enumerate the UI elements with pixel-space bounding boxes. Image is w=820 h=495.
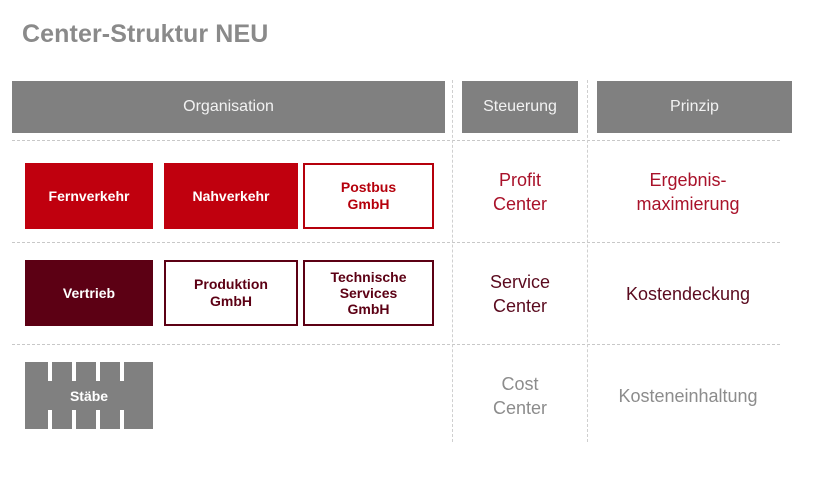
divider-col-2 (587, 80, 588, 442)
unit-label: Fernverkehr (48, 187, 130, 204)
text-line1: Cost (501, 374, 539, 394)
notch-bottom-4 (120, 410, 124, 429)
unit-label-line1: Postbus (340, 179, 397, 195)
divider-row-1 (12, 242, 780, 243)
unit-label-line1: Produktion (194, 276, 268, 292)
unit-label-line2: Services (339, 285, 398, 301)
text-line2: maximierung (636, 194, 740, 214)
unit-label-line2: GmbH (209, 293, 252, 309)
divider-row-top (12, 140, 780, 141)
unit-fernverkehr: Fernverkehr (25, 163, 153, 229)
prinzip-kostendeckung: Kostendeckung (588, 252, 788, 336)
divider-row-2 (12, 344, 780, 345)
text-line2: Center (492, 194, 548, 214)
prinzip-ergebnismaximierung: Ergebnis-maximierung (588, 150, 788, 234)
text-line1: Kostendeckung (625, 284, 751, 304)
unit-label: Vertrieb (62, 284, 116, 301)
unit-staebe: Stäbe (25, 362, 153, 429)
unit-label-line2: GmbH (347, 196, 390, 212)
unit-vertrieb: Vertrieb (25, 260, 153, 326)
header-prinzip: Prinzip (597, 81, 792, 133)
notch-bottom-3 (96, 410, 100, 429)
header-steuerung: Steuerung (462, 81, 578, 133)
notch-bottom-1 (48, 410, 52, 429)
notch-top-4 (120, 362, 124, 381)
text-line1: Profit (498, 170, 541, 190)
text-line1: Kosteneinhaltung (618, 386, 758, 406)
text-line1: Ergebnis- (649, 170, 727, 190)
unit-nahverkehr: Nahverkehr (164, 163, 298, 229)
text-line2: Center (492, 398, 548, 418)
divider-col-1 (452, 80, 453, 442)
notch-bottom-2 (72, 410, 76, 429)
notch-top-1 (48, 362, 52, 381)
unit-label-line1: Technische (330, 269, 407, 285)
unit-label: Nahverkehr (192, 187, 270, 204)
prinzip-kosteneinhaltung: Kosteneinhaltung (588, 354, 788, 438)
text-line2: Center (492, 296, 548, 316)
notch-top-3 (96, 362, 100, 381)
unit-label-line3: GmbH (347, 301, 390, 317)
notch-top-2 (72, 362, 76, 381)
unit-label: Stäbe (69, 387, 109, 404)
page-title: Center-Struktur NEU (22, 20, 269, 48)
text-line1: Service (489, 272, 551, 292)
header-organisation: Organisation (12, 81, 445, 133)
